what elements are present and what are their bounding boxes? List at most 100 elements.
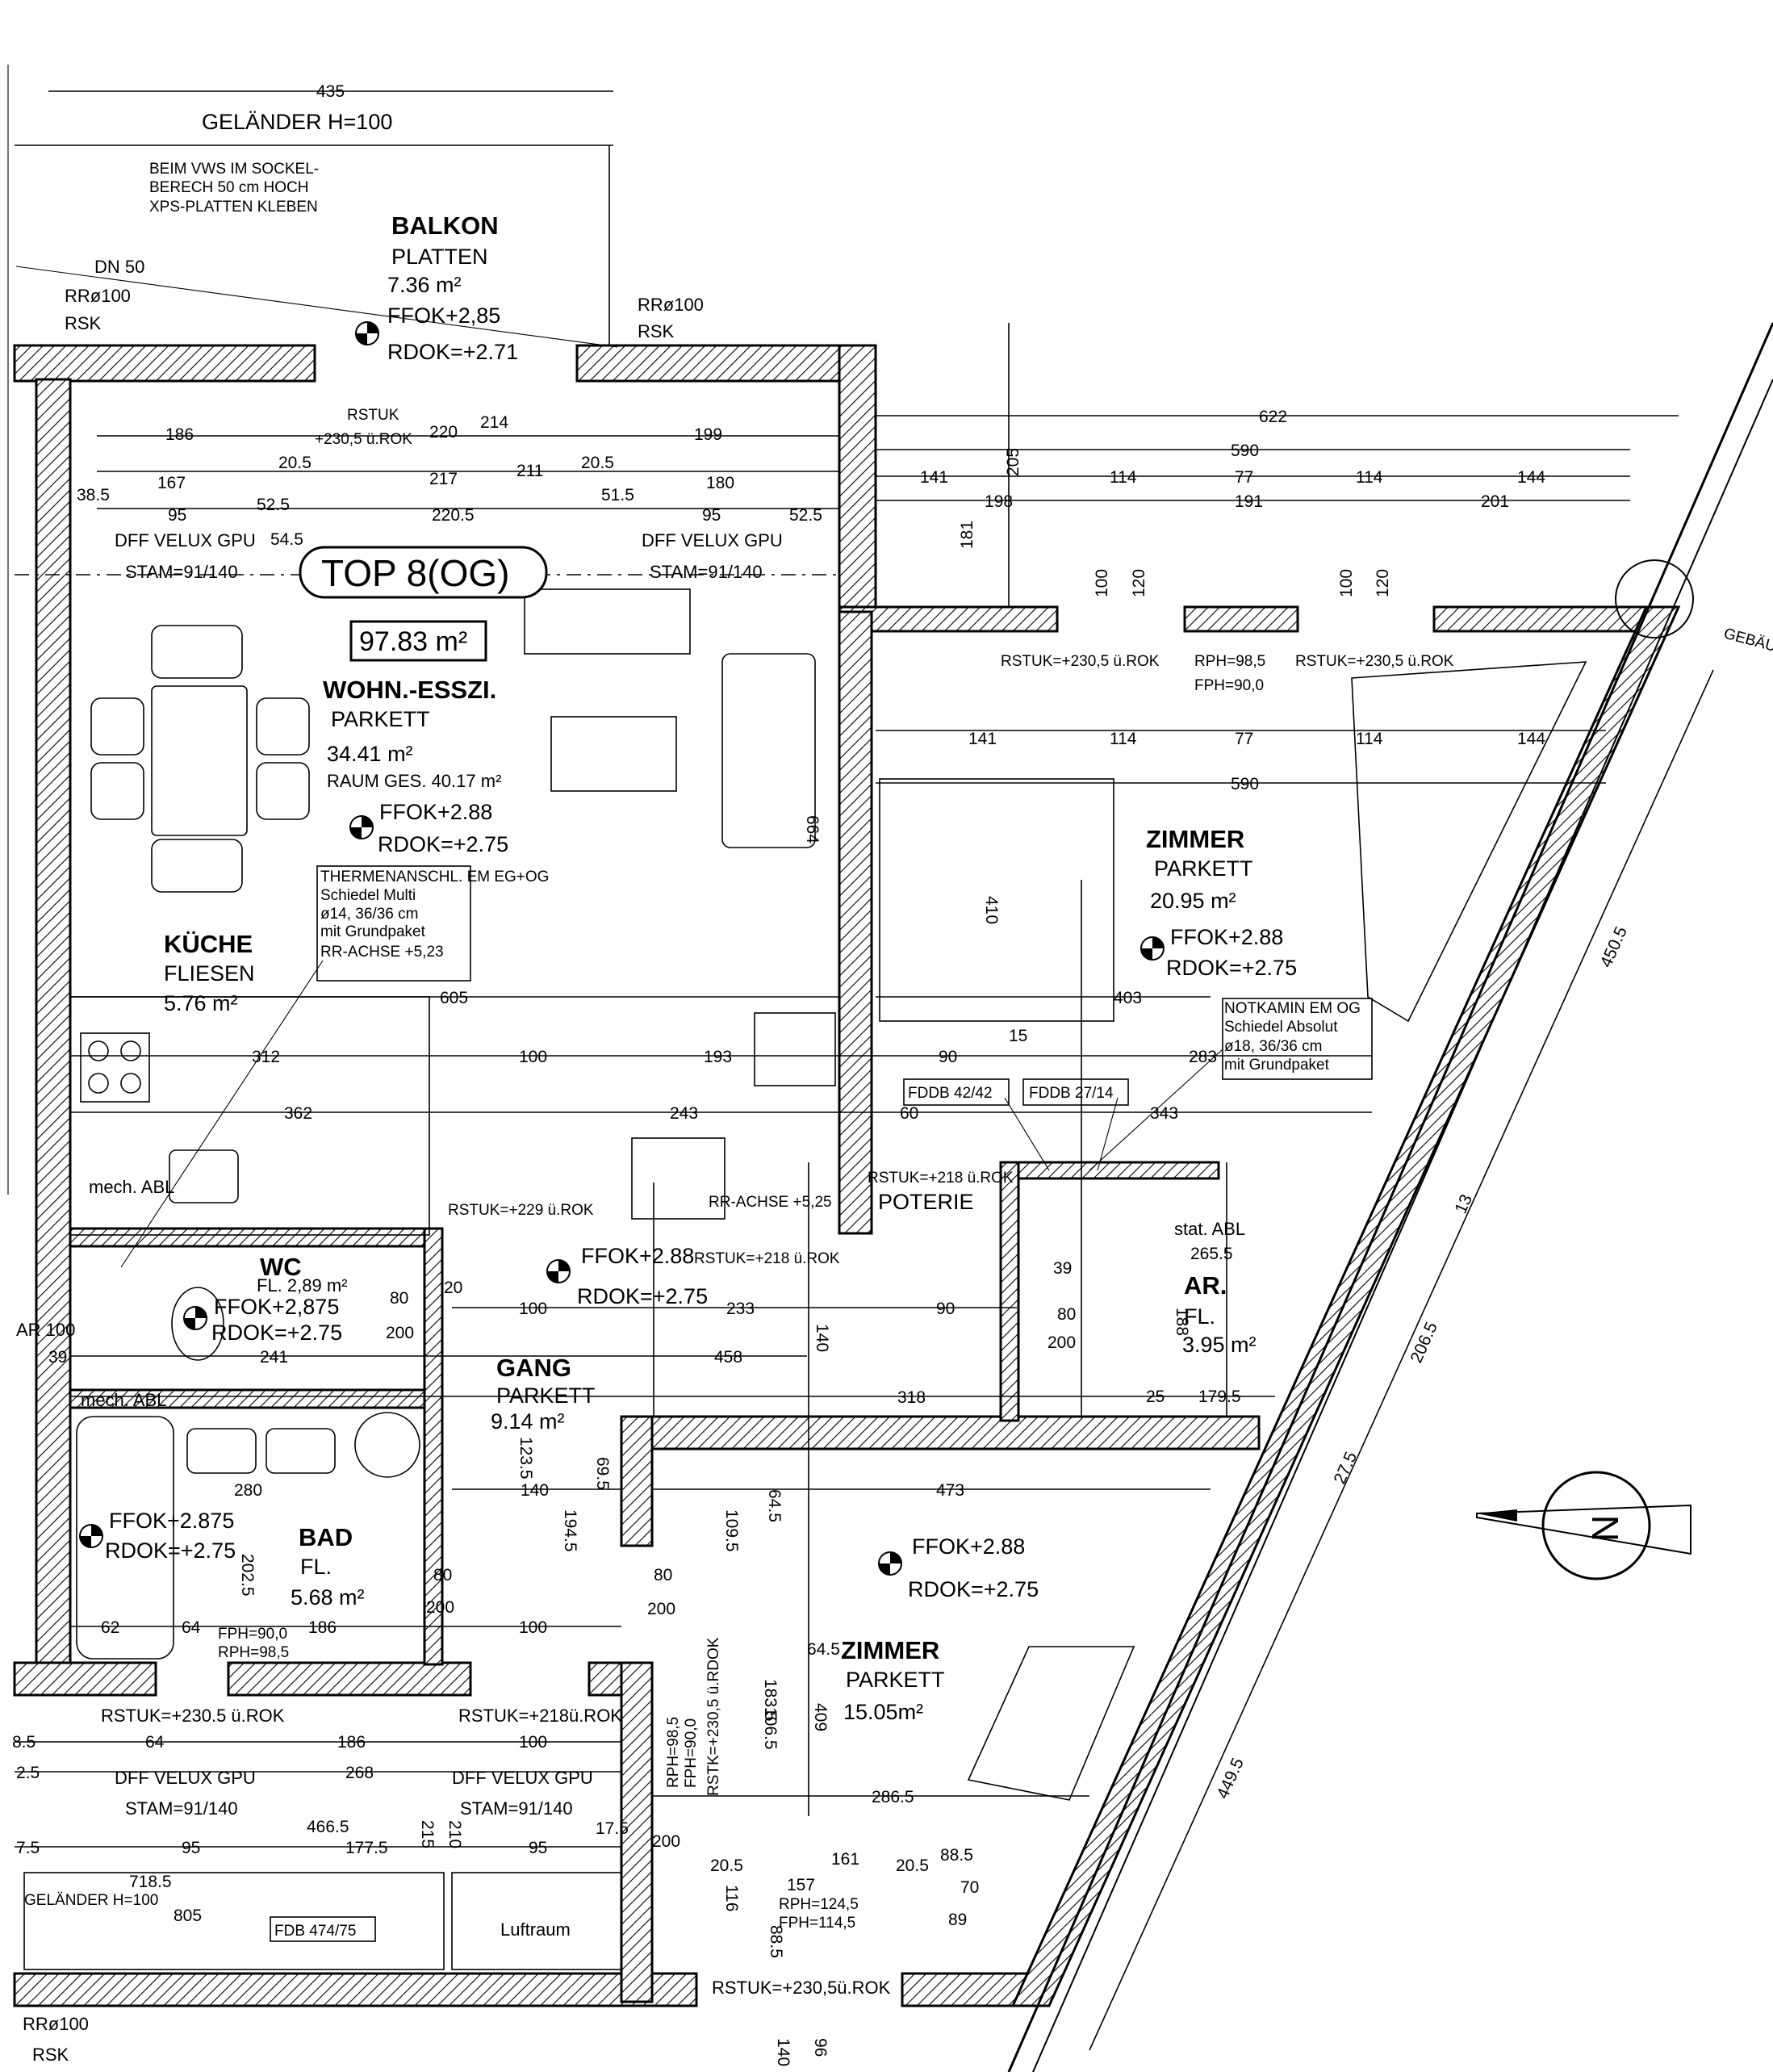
hob [80, 1032, 150, 1103]
wall-z2-left-b [620, 1661, 654, 2003]
wall-bath-right [423, 1227, 444, 1666]
dim: 243 [670, 1104, 698, 1123]
room-ffok: FFOK+2.875 [109, 1509, 234, 1533]
dim: 805 [174, 1907, 202, 1925]
note-notkamin: mit Grundpaket [1224, 1057, 1330, 1074]
dim: 64 [145, 1733, 165, 1752]
dim: 718.5 [129, 1873, 172, 1891]
dim: 140 [774, 2038, 792, 2066]
dim: 410 [982, 896, 1001, 924]
dim: 52.5 [257, 496, 290, 514]
note-rsk-right: RSK [638, 321, 675, 341]
dim: 51.5 [601, 486, 634, 504]
unit-area: 97.83 m² [359, 626, 467, 657]
note-fddb: FDDB 27/14 [1029, 1085, 1114, 1102]
note-rstuk: RSTUK=+230,5 ü.ROK [1001, 653, 1160, 670]
door-sizes: 80 200 80 200 80 200 80 200 200 [386, 1289, 1076, 1851]
dim: 473 [936, 1481, 964, 1500]
dim: 403 [1114, 989, 1142, 1007]
room-floor: FL. 2,89 m² [257, 1275, 347, 1296]
note-rstuk-gang: RSTUK=+218ü.ROK [458, 1706, 622, 1726]
notes: GELÄNDER H=100 BEIM VWS IM SOCKEL- BEREC… [16, 110, 1773, 2065]
dim: 8.5 [12, 1733, 36, 1752]
dim: 144 [1517, 468, 1545, 487]
dim: 590 [1231, 775, 1259, 793]
dim: 167 [157, 474, 186, 492]
room-balkon: BALKON PLATTEN 7.36 m² FFOK+2,85 RDOK=+2… [387, 211, 518, 364]
note-rrachse: RR-ACHSE +5,25 [709, 1194, 832, 1211]
room-gang: GANG PARKETT 9.14 m² FFOK+2.88 RDOK=+2.7… [491, 1244, 708, 1434]
room-floor: PARKETT [496, 1383, 596, 1408]
dim: 141 [920, 468, 948, 487]
dim: 180 [706, 474, 734, 492]
dim: 186 [308, 1618, 337, 1637]
dim: 27.5 [1331, 1449, 1361, 1487]
room-area: 5.68 m² [291, 1585, 365, 1609]
dim: 179.5 [1198, 1388, 1241, 1406]
dim: 70 [960, 1878, 979, 1897]
room-floor: FLIESEN [164, 961, 255, 986]
note-rr100: RRø100 [65, 286, 131, 306]
room-floor: FL. [300, 1555, 332, 1579]
dim: 64.5 [807, 1640, 840, 1659]
dim: 114 [1110, 730, 1137, 748]
note-stat-abl: stat. ABL [1174, 1219, 1245, 1239]
dim: 210 [445, 1820, 464, 1848]
room-rdok: RDOK=+2.71 [387, 340, 518, 364]
wall-bottom-mid [227, 1661, 472, 1697]
room-wc: WC FL. 2,89 m² FFOK+2,875 RDOK=+2.75 [211, 1253, 347, 1345]
dim: 20.5 [581, 454, 614, 472]
note-rstuk218b: RSTUK=+218 ü.ROK [868, 1170, 1014, 1187]
dim: 200 [1047, 1333, 1076, 1352]
dim: 95 [168, 506, 186, 525]
toilet [171, 1287, 224, 1361]
room-wohn: WOHN.-ESSZI. PARKETT 34.41 m² RAUM GES. … [323, 676, 508, 856]
bathtub [76, 1416, 174, 1660]
note-rsk: RSK [65, 313, 102, 333]
room-rdok: RDOK=+2.75 [908, 1577, 1039, 1601]
dim: 220 [429, 423, 458, 442]
dim: 206.5 [1407, 1320, 1441, 1366]
dim: 194.5 [561, 1509, 579, 1552]
dim: 15 [1009, 1027, 1027, 1045]
note-stam-4: STAM=91/140 [460, 1798, 573, 1819]
note-vws: XPS-PLATTEN KLEBEN [149, 199, 318, 216]
bed [879, 778, 1114, 1022]
dim: 114 [1356, 730, 1383, 748]
dim: 39 [48, 1348, 67, 1367]
dim: 80 [654, 1566, 672, 1584]
sofa [721, 653, 816, 848]
dim: 69.5 [593, 1457, 612, 1490]
note-stam-2: STAM=91/140 [650, 562, 763, 582]
dim: 205 [1004, 448, 1022, 476]
dim: 52.5 [789, 506, 822, 525]
dim: 202.5 [238, 1554, 257, 1597]
unit-title-box [299, 546, 548, 599]
dim: 466.5 [307, 1818, 349, 1836]
dim: 13 [1452, 1191, 1477, 1216]
room-zimmer2: ZIMMER PARKETT 15.05m² FFOK+2.88 RDOK=+2… [841, 1534, 1039, 1724]
note-rr100-bottom: RRø100 [23, 2014, 89, 2034]
note-rph-bad: RPH=98,5 [218, 1644, 289, 1661]
zimmer2-desk [967, 1646, 1135, 1801]
dim: 20.5 [896, 1856, 929, 1875]
dim: 96 [811, 2038, 830, 2057]
note-velux-3: DFF VELUX GPU [115, 1768, 256, 1788]
dim: 95 [529, 1839, 547, 1857]
wall-zimmer1-top-b [1183, 605, 1299, 633]
dim: 200 [652, 1832, 680, 1851]
dim: 140 [521, 1481, 549, 1500]
dining-chair [151, 625, 243, 679]
note-rstuk-balkon2: +230,5 ü.ROK [315, 431, 412, 448]
dim: 280 [234, 1481, 262, 1500]
room-area: 20.95 m² [1150, 889, 1236, 913]
dim: 120 [1374, 569, 1392, 597]
north-arrow: N [1476, 559, 1694, 1580]
dim: 199 [694, 425, 722, 444]
dim: 220.5 [432, 506, 475, 525]
note-rstk-z2: RSTK=+230,5 ü.RDOK [705, 1637, 722, 1796]
dim: 20.5 [710, 1856, 743, 1875]
room-ffok: FFOK+2.88 [912, 1534, 1025, 1559]
wall-terrace-bottom [13, 1972, 698, 2007]
room-area: 34.41 m² [327, 742, 413, 766]
